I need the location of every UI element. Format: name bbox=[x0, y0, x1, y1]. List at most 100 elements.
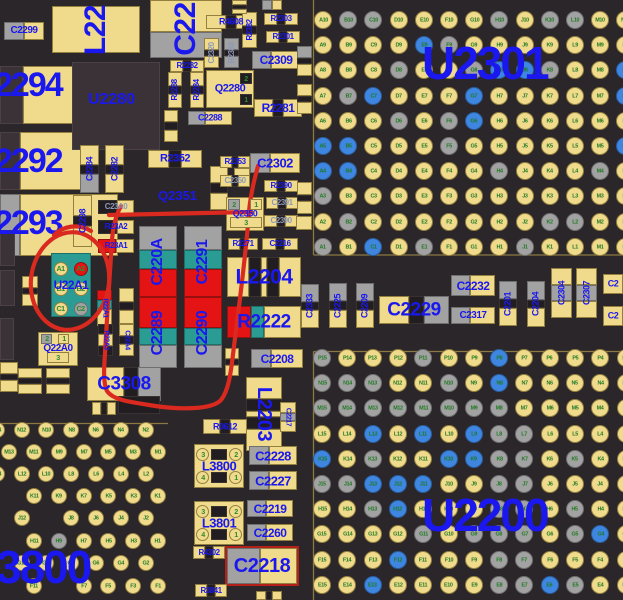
pin-3[interactable]: 3 bbox=[196, 448, 209, 461]
component-segment bbox=[551, 268, 572, 285]
component-segment bbox=[527, 281, 545, 300]
pin-number: C1 bbox=[56, 304, 66, 313]
component-segment bbox=[4, 22, 24, 40]
pin-B2[interactable]: B2 bbox=[74, 282, 88, 296]
bga-pad-U2301-L3[interactable]: L3 bbox=[566, 187, 584, 206]
component-segment bbox=[297, 64, 312, 76]
component-segment bbox=[329, 283, 347, 302]
component-segment bbox=[242, 26, 257, 34]
component-L22[interactable]: L22 bbox=[52, 4, 140, 55]
component-R2288[interactable]: R2288 bbox=[168, 72, 182, 108]
pin-2[interactable]: 2 bbox=[229, 505, 242, 518]
component-unlabeled[interactable] bbox=[18, 368, 42, 394]
bga-pad-U2301-G4[interactable]: G4 bbox=[465, 162, 484, 181]
component-segment bbox=[297, 201, 312, 214]
component-C2204[interactable]: C2204 bbox=[527, 281, 545, 328]
component-segment bbox=[170, 60, 184, 72]
component-C2304[interactable]: C2304 bbox=[551, 268, 572, 319]
component-unlabeled[interactable] bbox=[0, 230, 15, 266]
pin-number: 3 bbox=[56, 353, 60, 362]
component-unlabeled[interactable] bbox=[297, 46, 312, 76]
pin-3[interactable]: 3 bbox=[47, 352, 69, 363]
component-segment bbox=[451, 275, 471, 296]
component-segment bbox=[164, 110, 178, 123]
pin-pad[interactable] bbox=[211, 449, 227, 460]
component-segment bbox=[0, 270, 15, 306]
pin-2[interactable]: 2 bbox=[228, 199, 240, 210]
component-segment bbox=[499, 307, 517, 326]
component-R2284[interactable]: R2284 bbox=[190, 72, 204, 108]
component-segment bbox=[46, 378, 70, 384]
component-segment bbox=[329, 309, 347, 328]
component-R2383[interactable]: R2383 bbox=[224, 38, 239, 68]
component-segment bbox=[0, 380, 18, 392]
component-unlabeled[interactable] bbox=[296, 216, 312, 230]
component-segment bbox=[301, 284, 319, 302]
component-R2382[interactable]: R2382 bbox=[242, 12, 257, 48]
component-segment bbox=[266, 257, 279, 297]
component-unlabeled[interactable] bbox=[46, 368, 70, 394]
pin-A1[interactable]: A1 bbox=[54, 262, 68, 276]
bga-pad-U3800-N6[interactable]: N6 bbox=[88, 422, 104, 438]
bga-pad-U2200-J6[interactable]: J6 bbox=[540, 475, 559, 493]
component-unlabeled[interactable] bbox=[0, 270, 15, 306]
component-segment bbox=[280, 421, 296, 433]
pin-1[interactable]: 1 bbox=[229, 471, 242, 484]
pin-A2[interactable]: A2 bbox=[74, 262, 88, 276]
component-segment bbox=[0, 373, 18, 381]
bga-pad-U2301-A6[interactable]: A6 bbox=[314, 111, 332, 130]
component-segment bbox=[268, 446, 297, 465]
bga-pad-U2200-F7[interactable]: F7 bbox=[515, 550, 534, 569]
component-unlabeled[interactable] bbox=[0, 318, 14, 360]
component-C2201[interactable]: C2201 bbox=[499, 281, 517, 326]
component-unlabeled[interactable] bbox=[164, 110, 178, 143]
bga-pad-U2200-P14[interactable]: P14 bbox=[338, 349, 357, 367]
pin-C2[interactable]: C2 bbox=[74, 302, 88, 316]
bga-pad-U2200-N9[interactable]: N9 bbox=[464, 374, 483, 393]
pin-pad[interactable] bbox=[211, 529, 227, 540]
pin-number: 4 bbox=[200, 530, 205, 539]
bga-pad-U3800-N2[interactable]: N2 bbox=[137, 422, 154, 438]
pin-number: 2 bbox=[233, 450, 238, 459]
bga-pad-U2301-E4[interactable]: E4 bbox=[414, 162, 433, 181]
pin-2[interactable]: 2 bbox=[240, 73, 252, 84]
component-segment bbox=[80, 145, 99, 165]
component-segment bbox=[297, 46, 312, 58]
component-segment bbox=[266, 197, 279, 209]
pin-3[interactable]: 3 bbox=[196, 505, 209, 518]
component-C2284[interactable]: C2284 bbox=[80, 145, 99, 193]
pin-1[interactable]: 1 bbox=[250, 199, 262, 210]
pin-number: 1 bbox=[233, 530, 238, 539]
component-unlabeled[interactable] bbox=[297, 84, 312, 114]
pin-4[interactable]: 4 bbox=[196, 528, 209, 541]
component-C2307[interactable]: C2307 bbox=[576, 268, 597, 319]
pin-B1[interactable]: B1 bbox=[54, 282, 68, 296]
component-segment bbox=[297, 182, 312, 195]
pin-2[interactable]: 2 bbox=[229, 448, 242, 461]
component-segment bbox=[80, 164, 99, 174]
label-U2280: U2280 bbox=[88, 91, 136, 108]
component-unlabeled[interactable] bbox=[232, 0, 247, 14]
component-unlabeled[interactable] bbox=[297, 182, 312, 214]
pin-1[interactable]: 1 bbox=[240, 94, 252, 105]
component-unlabeled[interactable] bbox=[0, 362, 18, 392]
pin-C1[interactable]: C1 bbox=[54, 302, 68, 316]
pin-2[interactable]: 2 bbox=[41, 334, 52, 344]
pin-1[interactable]: 1 bbox=[229, 528, 242, 541]
pin-4[interactable]: 4 bbox=[196, 471, 209, 484]
component-segment bbox=[232, 8, 247, 14]
component-segment bbox=[224, 56, 239, 68]
pin-pad[interactable] bbox=[211, 506, 227, 517]
pin-3[interactable]: 3 bbox=[230, 217, 262, 228]
pin-1[interactable]: 1 bbox=[58, 334, 69, 344]
component-C2217[interactable]: C2217 bbox=[280, 402, 296, 433]
component-C2333[interactable]: C2333 bbox=[301, 284, 319, 328]
component-unlabeled[interactable] bbox=[262, 0, 282, 10]
component-C2225[interactable]: C2225 bbox=[329, 283, 347, 328]
component-C2320[interactable]: C2320 bbox=[204, 38, 219, 68]
component-C2209[interactable]: C2209 bbox=[356, 283, 374, 328]
pin-pad[interactable] bbox=[211, 472, 227, 483]
component-segment bbox=[249, 446, 269, 465]
component-segment bbox=[46, 368, 70, 378]
